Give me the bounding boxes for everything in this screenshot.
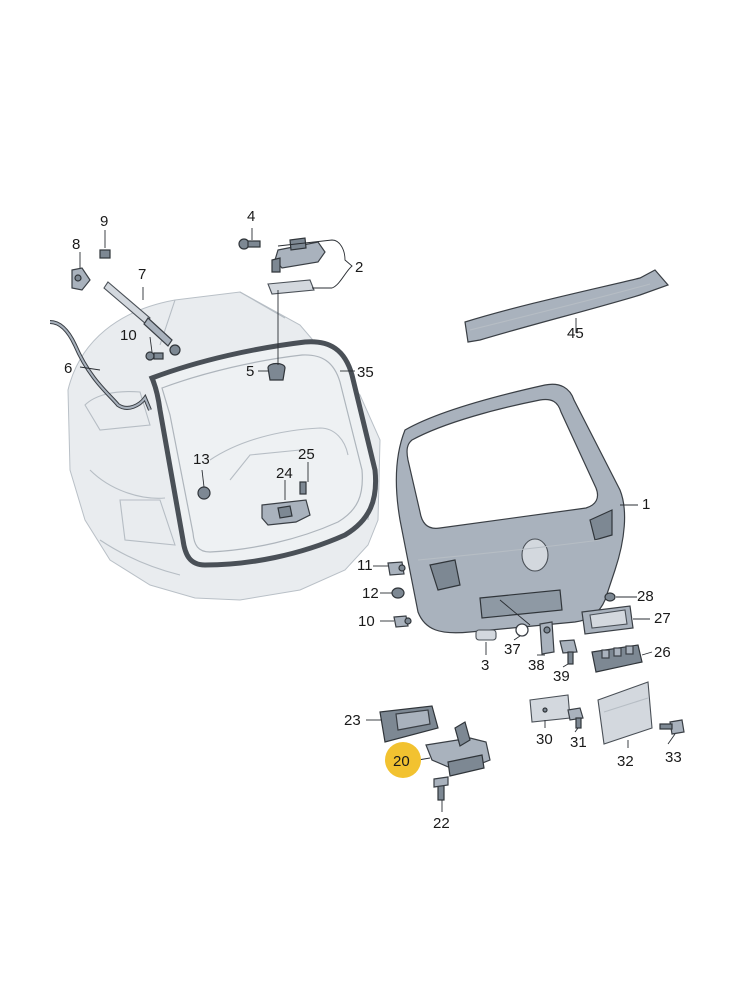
callout-11: 11 — [357, 557, 373, 574]
callout-7: 7 — [138, 266, 146, 283]
callout-9: 9 — [100, 213, 108, 230]
grommet — [197, 486, 211, 500]
door-seal — [148, 339, 379, 568]
callout-45: 45 — [567, 325, 584, 342]
callout-labels: 4 2 5 9 8 7 10 6 35 13 25 24 45 1 11 12 … — [64, 208, 682, 832]
hinge-assembly — [238, 237, 326, 381]
callout-22: 22 — [433, 815, 450, 832]
callout-28: 28 — [637, 588, 654, 605]
callout-13: 13 — [193, 451, 210, 468]
callout-3: 3 — [481, 657, 489, 674]
prop-rod — [49, 320, 152, 411]
callout-2: 2 — [355, 259, 363, 276]
callout-1: 1 — [642, 496, 650, 513]
callout-33: 33 — [665, 749, 682, 766]
callout-31: 31 — [570, 734, 587, 751]
callout-8: 8 — [72, 236, 80, 253]
handle-parts — [475, 621, 578, 665]
callout-4: 4 — [247, 208, 255, 225]
callout-26: 26 — [654, 644, 671, 661]
callout-27: 27 — [654, 610, 671, 627]
plate-parts — [529, 681, 685, 745]
callout-20: 20 — [393, 753, 410, 770]
callout-35: 35 — [357, 364, 374, 381]
callout-5: 5 — [246, 363, 254, 380]
fasteners-left — [387, 561, 412, 628]
callout-37: 37 — [504, 641, 521, 658]
callout-24: 24 — [276, 465, 293, 482]
gas-strut — [71, 249, 181, 361]
callout-30: 30 — [536, 731, 553, 748]
lock-assembly — [379, 705, 491, 801]
highlight-marker — [385, 742, 421, 778]
callout-23: 23 — [344, 712, 361, 729]
callout-25: 25 — [298, 446, 315, 463]
tailgate — [395, 383, 626, 634]
callout-38: 38 — [528, 657, 545, 674]
spoiler — [464, 269, 670, 343]
callout-10-top: 10 — [120, 327, 137, 344]
callout-10-bottom: 10 — [358, 613, 375, 630]
callout-32: 32 — [617, 753, 634, 770]
striker — [261, 481, 311, 526]
lamp-parts — [581, 592, 643, 673]
callout-12: 12 — [362, 585, 379, 602]
callout-6: 6 — [64, 360, 72, 377]
callout-39: 39 — [553, 668, 570, 685]
leader-lines — [79, 228, 676, 812]
